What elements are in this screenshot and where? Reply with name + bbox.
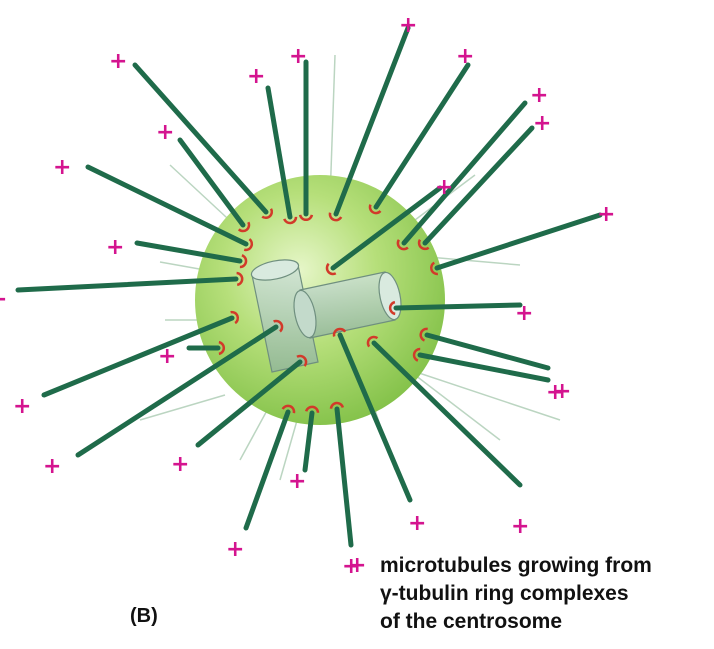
microtubule <box>88 167 246 244</box>
microtubule <box>427 335 548 368</box>
microtubule <box>246 412 288 528</box>
plus-end-marker: + <box>0 287 7 312</box>
plus-end-marker: + <box>533 111 551 136</box>
microtubule <box>337 409 351 545</box>
faint-microtubule <box>160 262 205 270</box>
panel-label: (B) <box>130 605 158 627</box>
microtubule <box>404 103 525 243</box>
faint-microtubule <box>415 375 500 440</box>
microtubule <box>437 215 600 268</box>
microtubule <box>44 318 232 395</box>
legend-line-3: of the centrosome <box>380 610 562 633</box>
plus-end-marker: + <box>399 13 417 38</box>
plus-end-marker: + <box>515 301 533 326</box>
legend-line-2: γ-tubulin ring complexes <box>380 582 629 605</box>
legend-line-1: microtubules growing from <box>380 554 652 577</box>
plus-end-marker: + <box>456 44 474 69</box>
plus-end-marker: + <box>288 469 306 494</box>
plus-end-marker: + <box>43 454 61 479</box>
plus-end-marker: + <box>289 44 307 69</box>
plus-end-marker: + <box>158 344 176 369</box>
legend-plus-marker: + <box>348 553 366 578</box>
plus-end-marker: + <box>408 511 426 536</box>
plus-end-marker: + <box>226 537 244 562</box>
plus-end-marker: + <box>597 202 615 227</box>
legend: + microtubules growing from γ-tubulin ri… <box>348 553 652 633</box>
plus-end-marker: + <box>553 379 571 404</box>
plus-end-marker: + <box>53 155 71 180</box>
plus-end-marker: + <box>13 394 31 419</box>
plus-end-marker: + <box>530 83 548 108</box>
faint-microtubule <box>240 405 270 460</box>
microtubule <box>420 355 548 380</box>
plus-end-marker: + <box>156 120 174 145</box>
plus-end-marker: + <box>247 64 265 89</box>
plus-end-marker: + <box>109 49 127 74</box>
plus-end-marker: + <box>106 235 124 260</box>
plus-end-marker: + <box>171 452 189 477</box>
plus-end-marker: + <box>435 175 453 200</box>
microtubule <box>396 305 520 308</box>
plus-end-marker: + <box>511 514 529 539</box>
microtubule <box>336 28 408 214</box>
